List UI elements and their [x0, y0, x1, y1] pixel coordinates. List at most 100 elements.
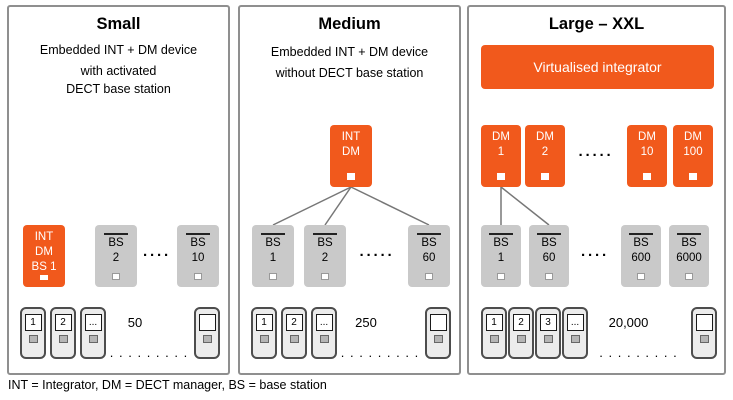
handset-icon — [194, 307, 220, 359]
led-indicator-icon — [40, 275, 48, 280]
handset-screen: 2 — [285, 314, 303, 331]
handset-key — [88, 335, 98, 343]
bs-number: 60 — [542, 252, 556, 264]
handset-screen: ... — [84, 314, 102, 331]
led-indicator-icon — [685, 273, 693, 280]
handset-key — [319, 335, 329, 343]
bs-box: BS 1 — [252, 225, 294, 287]
handset-screen: 1 — [24, 314, 42, 331]
handset-icon — [691, 307, 717, 359]
antenna-line-icon — [417, 233, 441, 235]
dm-number: 2 — [541, 146, 549, 158]
led-indicator-icon — [541, 173, 549, 180]
bs-box: BS 60 — [408, 225, 450, 287]
bs-label: BS — [108, 237, 124, 249]
bs-label: BS — [317, 237, 333, 249]
led-indicator-icon — [497, 273, 505, 280]
panel-description-line: DECT base station — [66, 82, 171, 96]
antenna-line-icon — [489, 233, 513, 235]
handset-screen — [198, 314, 216, 331]
dm-label: DM — [536, 131, 554, 143]
legend-footnote: INT = Integrator, DM = DECT manager, BS … — [8, 378, 327, 392]
antenna-line-icon — [261, 233, 285, 235]
handset-ellipsis-dots: . . . . . . . . . — [340, 345, 420, 360]
led-indicator-icon — [689, 173, 697, 180]
led-indicator-icon — [643, 173, 651, 180]
handset-icon: 3 — [535, 307, 561, 359]
panel-title: Medium — [318, 15, 381, 33]
dm-box: DM 1 — [481, 125, 521, 187]
bs-label: BS — [493, 237, 509, 249]
int-dm-bs-device-box: INT DM BS 1 — [23, 225, 65, 287]
bs-box: BS 2 — [95, 225, 137, 287]
handset-key — [58, 335, 68, 343]
led-indicator-icon — [269, 273, 277, 280]
handset-screen: ... — [315, 314, 333, 331]
bs-number: 10 — [191, 252, 205, 264]
handset-icon: 2 — [50, 307, 76, 359]
dm-box: DM 10 — [627, 125, 667, 187]
handset-key — [433, 335, 443, 343]
led-indicator-icon — [112, 273, 120, 280]
led-indicator-icon — [637, 273, 645, 280]
handset-count-label: 20,000 — [608, 315, 649, 330]
antenna-line-icon — [186, 233, 210, 235]
bs-box: BS 10 — [177, 225, 219, 287]
device-label: DM — [35, 246, 53, 258]
bs-label: BS — [681, 237, 697, 249]
bs-number: 6000 — [676, 252, 702, 264]
panel-title: Large – XXL — [548, 15, 645, 33]
led-indicator-icon — [497, 173, 505, 180]
device-label: INT — [341, 131, 361, 143]
dm-number: 100 — [683, 146, 703, 158]
antenna-line-icon — [537, 233, 561, 235]
handset-ellipsis-dots: . . . . . . . . . — [109, 345, 189, 360]
bs-number: 60 — [422, 252, 436, 264]
bs-label: BS — [541, 237, 557, 249]
handset-screen: 2 — [512, 314, 530, 331]
led-indicator-icon — [321, 273, 329, 280]
handset-key — [28, 335, 38, 343]
handset-icon: 1 — [20, 307, 46, 359]
panel-medium: Medium Embedded INT + DM device without … — [238, 5, 461, 375]
antenna-line-icon — [104, 233, 128, 235]
handset-key — [259, 335, 269, 343]
dm-box: DM 2 — [525, 125, 565, 187]
panel-description-line: without DECT base station — [275, 66, 424, 80]
dm-number: 10 — [640, 146, 654, 158]
device-label: INT — [34, 231, 54, 243]
ellipsis-dots: ····· — [578, 147, 614, 164]
handset-key — [489, 335, 499, 343]
bs-box: BS 60 — [529, 225, 569, 287]
antenna-line-icon — [629, 233, 653, 235]
dm-label: DM — [684, 131, 702, 143]
handset-icon: ... — [562, 307, 588, 359]
handset-icon: ... — [311, 307, 337, 359]
handset-screen — [429, 314, 447, 331]
handset-key — [289, 335, 299, 343]
led-indicator-icon — [194, 273, 202, 280]
handset-icon: 2 — [281, 307, 307, 359]
handset-screen: 1 — [485, 314, 503, 331]
bs-box: BS 1 — [481, 225, 521, 287]
handset-ellipsis-dots: . . . . . . . . . — [599, 345, 678, 360]
panel-description-line: Embedded INT + DM device — [270, 45, 429, 59]
handset-key — [570, 335, 580, 343]
dm-box: DM 100 — [673, 125, 713, 187]
device-label: DM — [342, 146, 360, 158]
device-label: BS 1 — [31, 261, 57, 273]
panel-description-line: with activated — [80, 64, 157, 78]
panel-description-line: Embedded INT + DM device — [39, 43, 198, 57]
handset-key — [202, 335, 212, 343]
handset-icon: ... — [80, 307, 106, 359]
handset-icon: 1 — [481, 307, 507, 359]
bs-label: BS — [265, 237, 281, 249]
handset-screen: 2 — [54, 314, 72, 331]
bs-box: BS 600 — [621, 225, 661, 287]
panel-large: Large – XXL Virtualised integrator DM 1 … — [467, 5, 726, 375]
bs-number: 2 — [112, 252, 120, 264]
antenna-line-icon — [313, 233, 337, 235]
bs-number: 600 — [631, 252, 651, 264]
led-indicator-icon — [545, 273, 553, 280]
